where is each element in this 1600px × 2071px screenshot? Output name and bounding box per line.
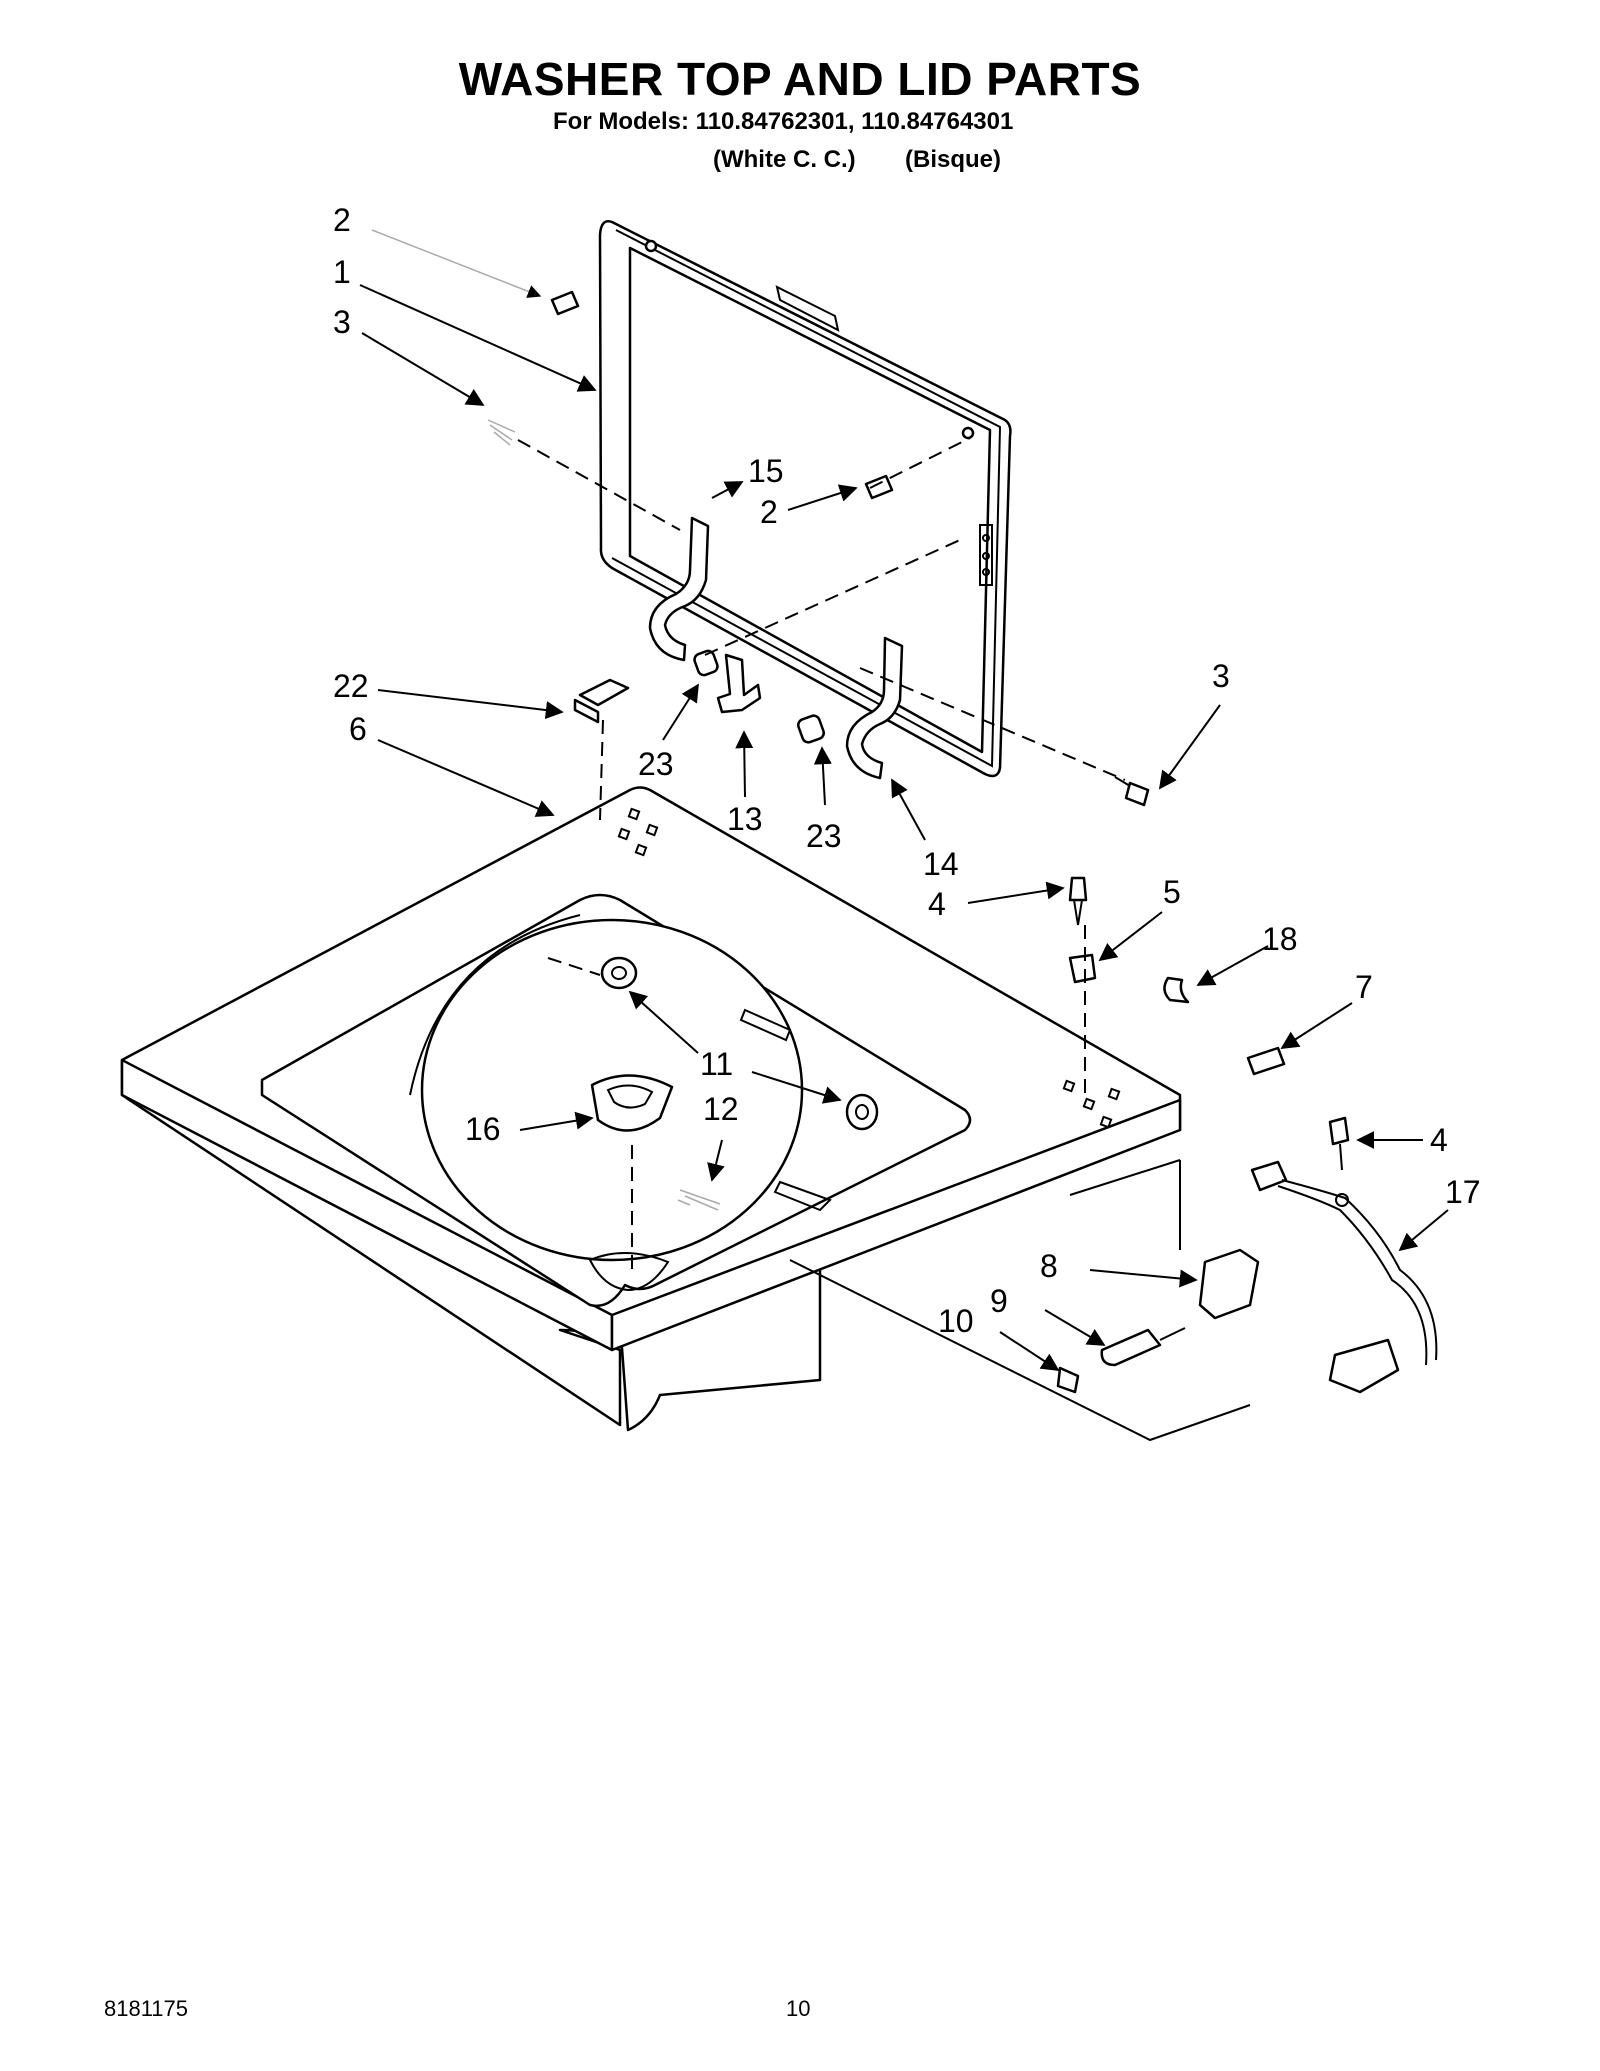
dispenser-cap [590, 1074, 674, 1132]
callout-labels: 2 1 3 15 2 22 6 23 13 23 14 3 4 5 18 7 1… [333, 202, 1481, 1339]
screw-4-upper [1068, 876, 1088, 926]
screw-left [487, 419, 516, 446]
switch-actuator [1100, 1327, 1186, 1367]
model-variant-white: (White C. C.) [713, 146, 856, 173]
page-number: 10 [786, 1996, 811, 2021]
lid-pin-lower [864, 474, 894, 500]
callout-22: 22 [333, 668, 369, 704]
clip-10 [1056, 1366, 1080, 1394]
callout-12: 12 [703, 1091, 739, 1127]
callout-3: 3 [1212, 658, 1230, 694]
callout-6: 6 [349, 711, 367, 747]
hinge-bracket [716, 653, 762, 714]
callout-4: 4 [928, 886, 946, 922]
assembly-lines [517, 437, 1126, 1275]
callout-16: 16 [465, 1111, 501, 1147]
screw-4-lower [1328, 1116, 1350, 1207]
bumper-left [600, 956, 638, 990]
callout-4: 4 [1430, 1122, 1448, 1158]
callout-14: 14 [923, 846, 959, 882]
callout-5: 5 [1163, 874, 1181, 910]
callout-13: 13 [727, 801, 763, 837]
lid-pin-upper [550, 290, 580, 316]
clip-nut [1068, 953, 1097, 984]
screw-12 [677, 1189, 721, 1211]
callout-23: 23 [638, 746, 674, 782]
callout-10: 10 [938, 1303, 974, 1339]
callout-8: 8 [1040, 1248, 1058, 1284]
model-variant-bisque: (Bisque) [905, 146, 1001, 173]
hinge-left [648, 516, 710, 662]
callout-2: 2 [760, 494, 778, 530]
callout-11: 11 [700, 1046, 733, 1082]
leader-lines [359, 229, 1449, 1371]
clip-18 [1163, 976, 1190, 1004]
models-line: For Models: 110.84762301, 110.84764301 [553, 108, 1014, 135]
bushing-right [796, 714, 826, 744]
wire-harness [1250, 1160, 1438, 1394]
lid-switch [1198, 1248, 1260, 1320]
page-title: WASHER TOP AND LID PARTS [458, 53, 1142, 105]
callout-23: 23 [806, 818, 842, 854]
callout-18: 18 [1262, 921, 1298, 957]
callout-9: 9 [990, 1283, 1008, 1319]
bumper-right [845, 1093, 879, 1131]
bushing-left [693, 649, 719, 677]
tie-7 [1246, 1046, 1286, 1076]
callout-7: 7 [1355, 969, 1373, 1005]
latch-strike [573, 678, 630, 724]
callout-3: 3 [333, 304, 351, 340]
document-number: 8181175 [104, 1996, 189, 2021]
callout-2: 2 [333, 202, 351, 238]
callout-1: 1 [333, 254, 351, 290]
screw-right [1114, 776, 1150, 807]
lid-frame [598, 220, 1012, 778]
callout-17: 17 [1445, 1174, 1481, 1210]
callout-15: 15 [748, 453, 784, 489]
hinge-right [845, 636, 904, 780]
